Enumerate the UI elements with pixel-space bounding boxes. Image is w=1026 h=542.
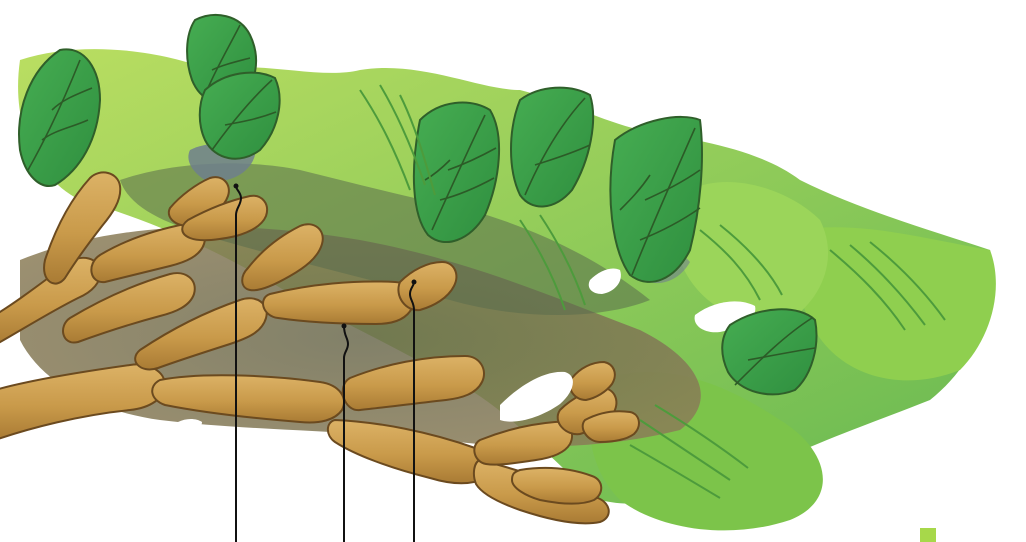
corner-mark — [920, 528, 936, 542]
leader-dot-right — [412, 280, 417, 285]
leaf — [722, 309, 816, 394]
leader-dot-left — [234, 184, 239, 189]
leader-dot-middle — [342, 324, 347, 329]
